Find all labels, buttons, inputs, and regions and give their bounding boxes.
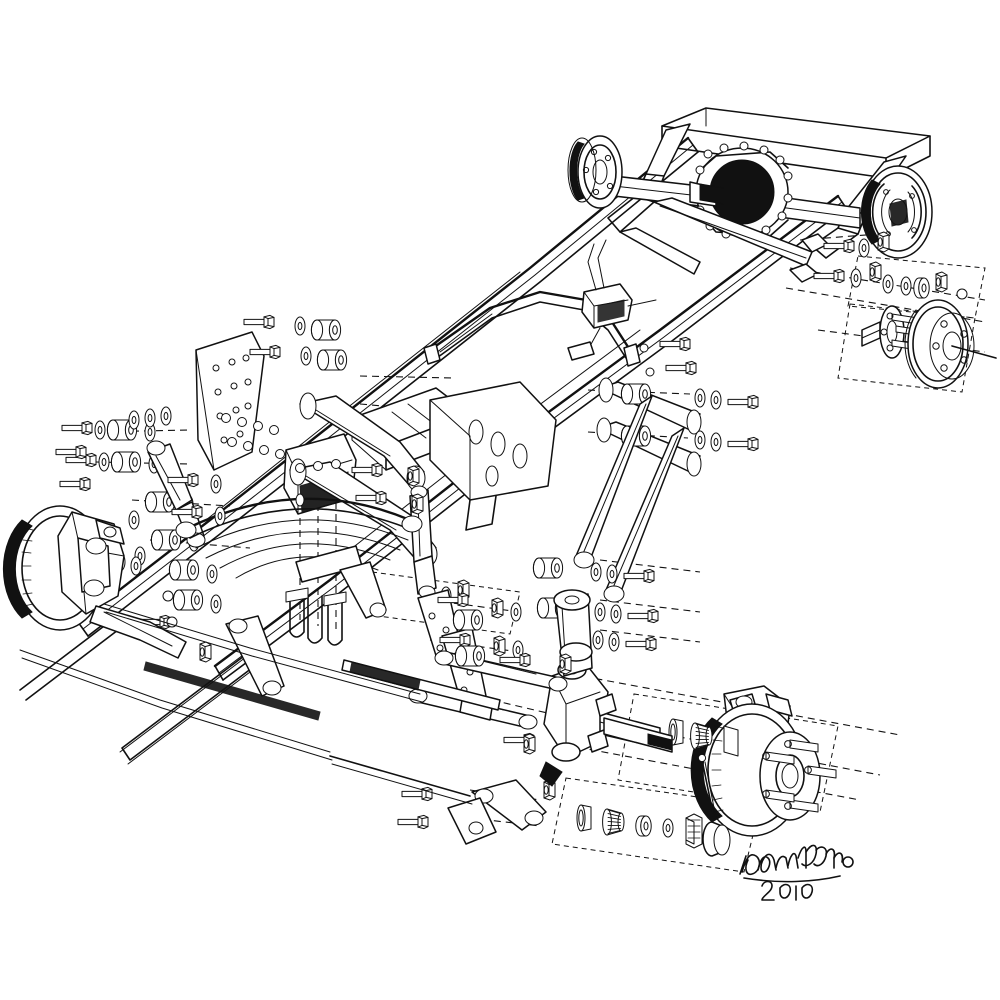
front-suspension-crossmember [429, 381, 557, 531]
axle-tubes [613, 175, 861, 229]
front-inner-bearing-stack [668, 718, 739, 757]
brake-proportioning-valve [567, 239, 657, 361]
front-spindle-stub [603, 717, 673, 753]
front-suspension-assembly [61, 239, 661, 845]
front-bearing-hardware-row [576, 753, 731, 857]
rear-hub-hardware-stack [882, 271, 968, 300]
left-hardware-cluster [55, 314, 348, 628]
upper-control-arm [299, 392, 426, 491]
front-frame-horn-left [195, 331, 265, 471]
artist-signature [739, 844, 854, 901]
leaf-spring-u-bolts [285, 545, 387, 646]
center-fastener-column [295, 459, 424, 515]
rear-brake-drum-left [567, 135, 623, 209]
castle-nut [685, 813, 703, 849]
idler-arm-bracket [397, 761, 563, 845]
front-right-hub-assembly [576, 685, 837, 857]
frame-rail-bolts-right [639, 336, 697, 377]
rear-suspension-links [532, 336, 759, 652]
rear-brake-drum-right [904, 299, 997, 389]
sway-bar [423, 290, 641, 367]
front-left-brake-hub [2, 505, 187, 659]
rear-brake-backing-plate [860, 165, 933, 259]
rear-axle-assembly [567, 135, 997, 389]
rear-diagonal-link-2 [603, 427, 685, 603]
rear-shock-and-links [789, 231, 890, 288]
dust-cap [702, 821, 731, 857]
steering-linkage-rod [341, 659, 501, 711]
trailing-arm-lower [596, 417, 759, 477]
upper-ball-joint [553, 589, 593, 677]
rear-trailing-links [619, 197, 813, 275]
rear-axle-shaft-flange [861, 305, 923, 359]
front-brake-lines [19, 603, 473, 805]
trailing-arm-upper [598, 377, 759, 435]
pitman-arm [139, 614, 285, 697]
front-brake-caliper [57, 511, 125, 615]
rear-diagonal-link [573, 395, 653, 569]
front-wheel-studs [765, 739, 837, 813]
front-hub-flange [759, 731, 837, 821]
